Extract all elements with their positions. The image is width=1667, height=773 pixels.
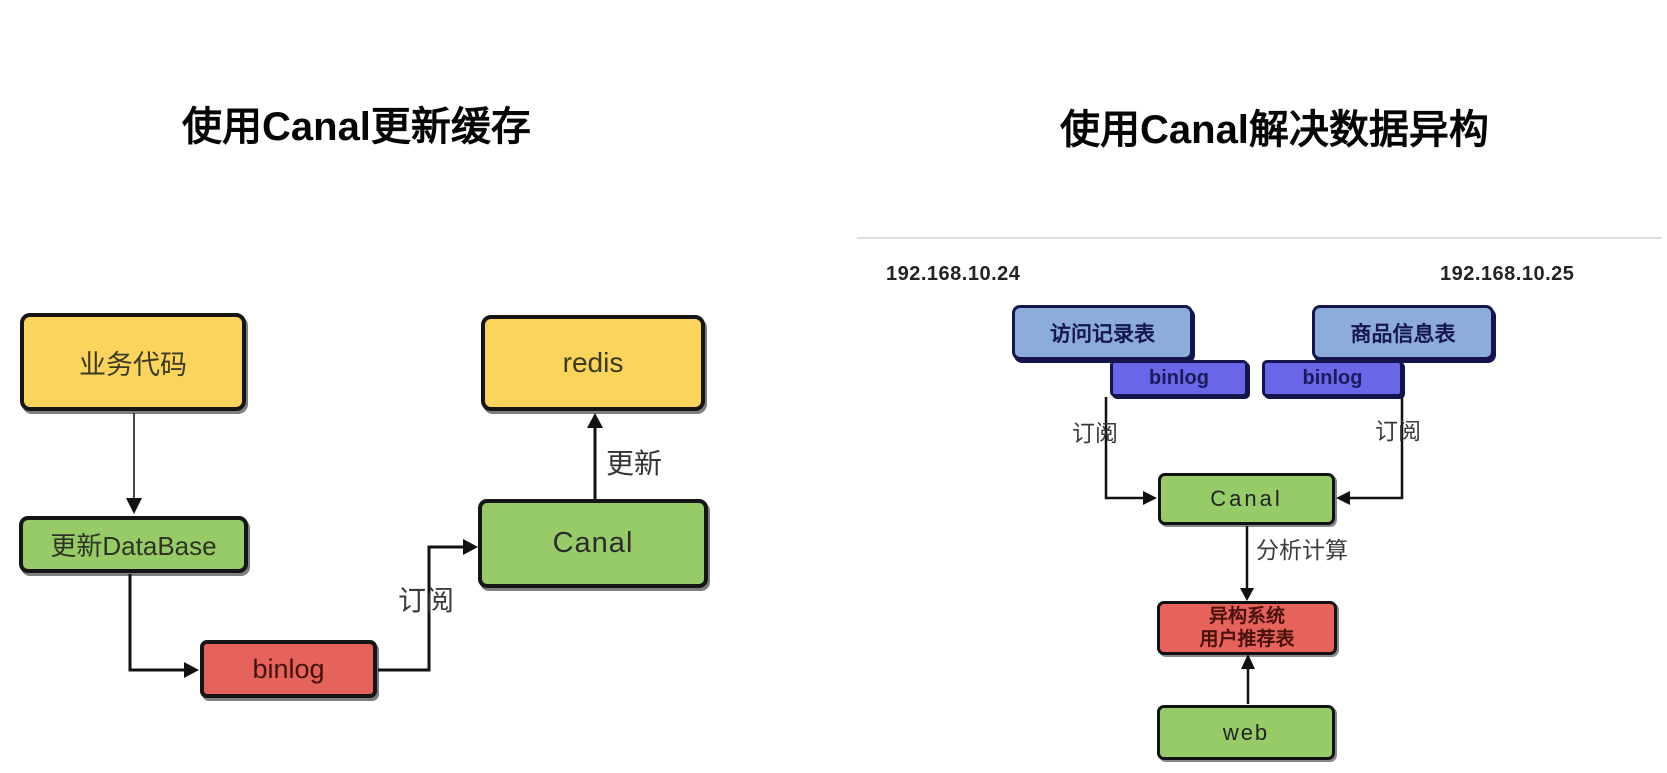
node-product-info-table: 商品信息表 (1312, 305, 1494, 360)
arrowhead-binlog-right-to-canal (1336, 491, 1350, 505)
server-ip-left: 192.168.10.24 (886, 263, 1021, 285)
node-canal-left-diagram: Canal (478, 499, 708, 588)
edge-label-analyze: 分析计算 (1256, 537, 1348, 563)
hetero-system-line2: 用户推荐表 (1199, 629, 1295, 650)
node-update-database: 更新DataBase (19, 516, 248, 573)
arrowhead-canal-to-redis (587, 413, 603, 428)
hetero-system-line1: 异构系统 (1208, 606, 1285, 627)
arrowhead-database-to-binlog (184, 662, 199, 678)
node-visit-record-table: 访问记录表 (1012, 305, 1193, 360)
edge-label-subscribe-left-diagram: 订阅 (398, 585, 455, 616)
node-web: web (1157, 705, 1335, 760)
node-redis: redis (481, 315, 705, 411)
arrowhead-web-to-hetero (1241, 654, 1255, 669)
edge-label-subscribe-right: 订阅 (1375, 418, 1421, 444)
left-diagram-title: 使用Canal更新缓存 (182, 105, 531, 149)
arrowhead-canal-to-hetero (1240, 588, 1254, 601)
arrowhead-binlog-left-to-canal (1143, 491, 1157, 505)
edge-label-update: 更新 (606, 448, 663, 479)
arrowhead-business-to-database (126, 498, 142, 514)
node-binlog-left-diagram: binlog (200, 640, 377, 698)
arrowhead-binlog-to-canal (463, 539, 478, 555)
right-diagram-title: 使用Canal解决数据异构 (1060, 108, 1489, 152)
node-binlog-left: binlog (1110, 360, 1248, 397)
server-ip-right: 192.168.10.25 (1440, 263, 1575, 285)
node-hetero-system: 异构系统 用户推荐表 (1157, 601, 1337, 655)
line-database-to-binlog (128, 574, 186, 672)
line-binlog-right-to-canal (1348, 397, 1404, 500)
node-canal-right-diagram: Canal (1158, 473, 1335, 525)
node-binlog-right: binlog (1262, 360, 1403, 397)
edge-label-subscribe-left: 订阅 (1072, 420, 1118, 446)
line-binlog-to-canal (378, 545, 465, 672)
line-binlog-left-to-canal (1104, 397, 1145, 500)
node-business-code: 业务代码 (20, 313, 246, 411)
